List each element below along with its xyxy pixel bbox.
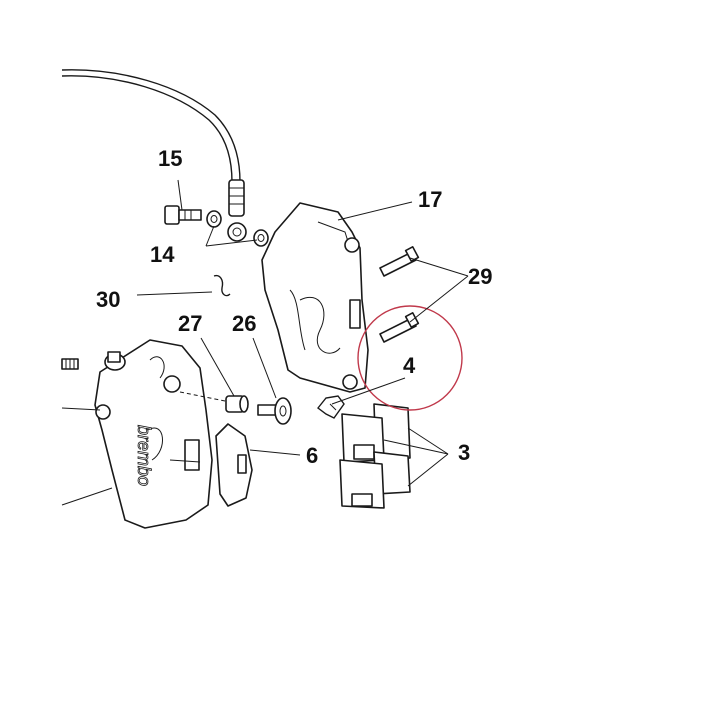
- brake-pads: [339, 403, 411, 509]
- leader-lines: [136, 179, 469, 487]
- banjo-bolt: [164, 205, 202, 225]
- caliper-outer-half: [261, 202, 369, 393]
- label-4: 4: [403, 353, 416, 378]
- bleed-valve: [257, 397, 292, 425]
- caliper-brand-text: brembo: [134, 425, 154, 486]
- label-14: 14: [150, 242, 175, 267]
- highlight-circle: [357, 305, 463, 411]
- label-3: 3: [458, 440, 470, 465]
- label-15: 15: [158, 146, 182, 171]
- label-6: 6: [306, 443, 318, 468]
- label-27: 27: [178, 311, 202, 336]
- label-17: 17: [418, 187, 442, 212]
- caliper-inner-half: brembo: [94, 339, 213, 529]
- label-29: 29: [468, 264, 492, 289]
- label-26: 26: [232, 311, 256, 336]
- pad-spring: [317, 395, 345, 419]
- label-30: 30: [96, 287, 120, 312]
- caliper-cover-plate: [215, 423, 253, 507]
- brake-hose: [61, 69, 247, 242]
- sealing-washers: [206, 210, 269, 247]
- bleed-screw: [61, 358, 79, 370]
- plug: [225, 395, 249, 413]
- pad-pins: [379, 246, 420, 343]
- retaining-clip: [213, 274, 231, 297]
